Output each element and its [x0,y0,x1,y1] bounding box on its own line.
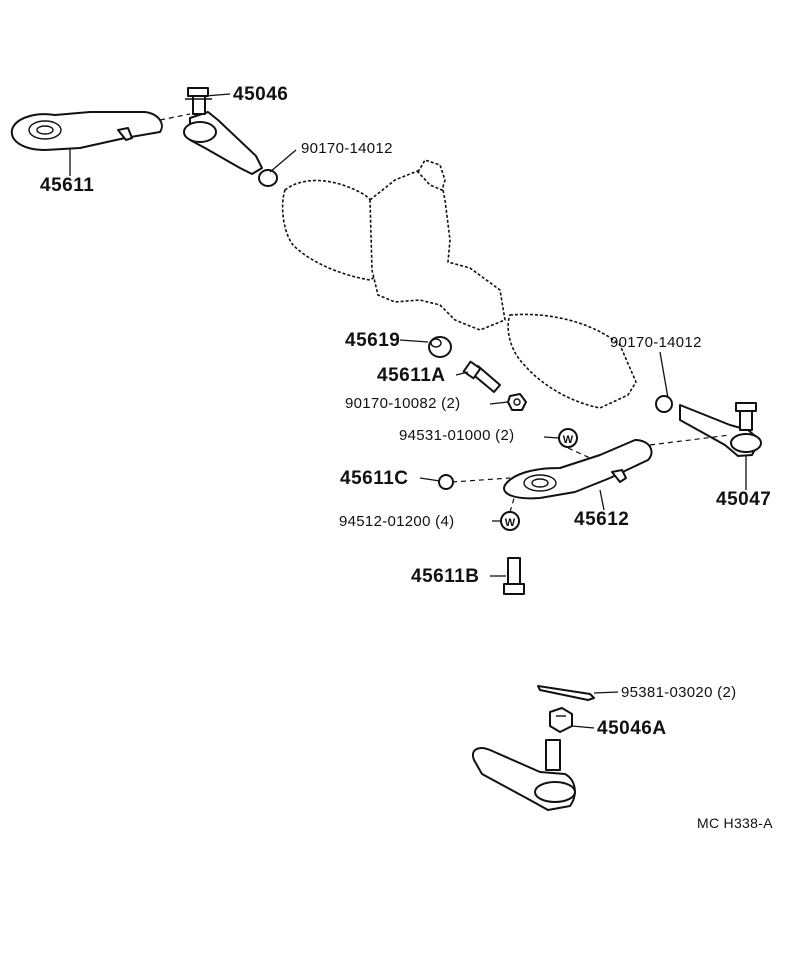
steering-rack-assembly [281,159,637,409]
left-lock-nut [258,169,278,187]
label-45611B: 45611B [411,566,480,587]
right-tie-rod-end [679,402,762,457]
rack-left-boot [281,179,386,281]
right-knuckle-arm [503,439,653,500]
leader-lines [69,93,747,729]
castle-nut-45046A [549,707,573,733]
label-45046: 45046 [233,84,289,105]
cotter-pin [537,685,595,701]
assembly-guide-lines [159,113,731,513]
label-45612: 45612 [574,509,630,530]
label-95381-03020: 95381-03020 (2) [621,684,737,701]
left-tie-rod-end [183,87,263,175]
rack-pinion-tower [417,159,446,192]
label-45611A: 45611A [377,365,446,386]
svg-text:W: W [505,517,516,529]
right-lock-nut [655,395,673,413]
washer-94531: W [558,428,578,448]
left-knuckle-arm [10,111,163,151]
bushing-45611C [438,474,454,490]
svg-text:W: W [563,434,574,446]
label-90170-14012-left: 90170-14012 [301,140,393,157]
tie-rod-end-detail [472,739,576,811]
rack-gear-housing [369,169,506,331]
washer-94512: W [500,511,520,531]
label-90170-10082: 90170-10082 (2) [345,395,461,412]
nut-90170-10082 [507,393,527,411]
label-45611C: 45611C [340,468,409,489]
label-45047: 45047 [716,489,772,510]
label-94512-01200: 94512-01200 (4) [339,513,455,530]
bolt-45611B [503,557,525,595]
bolt-45611A [462,360,501,393]
label-45619: 45619 [345,330,401,351]
diagram-code: MC H338-A [697,815,773,831]
rack-right-boot [507,313,637,409]
label-90170-14012-right: 90170-14012 [610,334,702,351]
label-45611: 45611 [40,175,95,196]
stopper-45619 [428,336,452,358]
label-94531-01000: 94531-01000 (2) [399,427,515,444]
label-45046A: 45046A [597,718,667,739]
